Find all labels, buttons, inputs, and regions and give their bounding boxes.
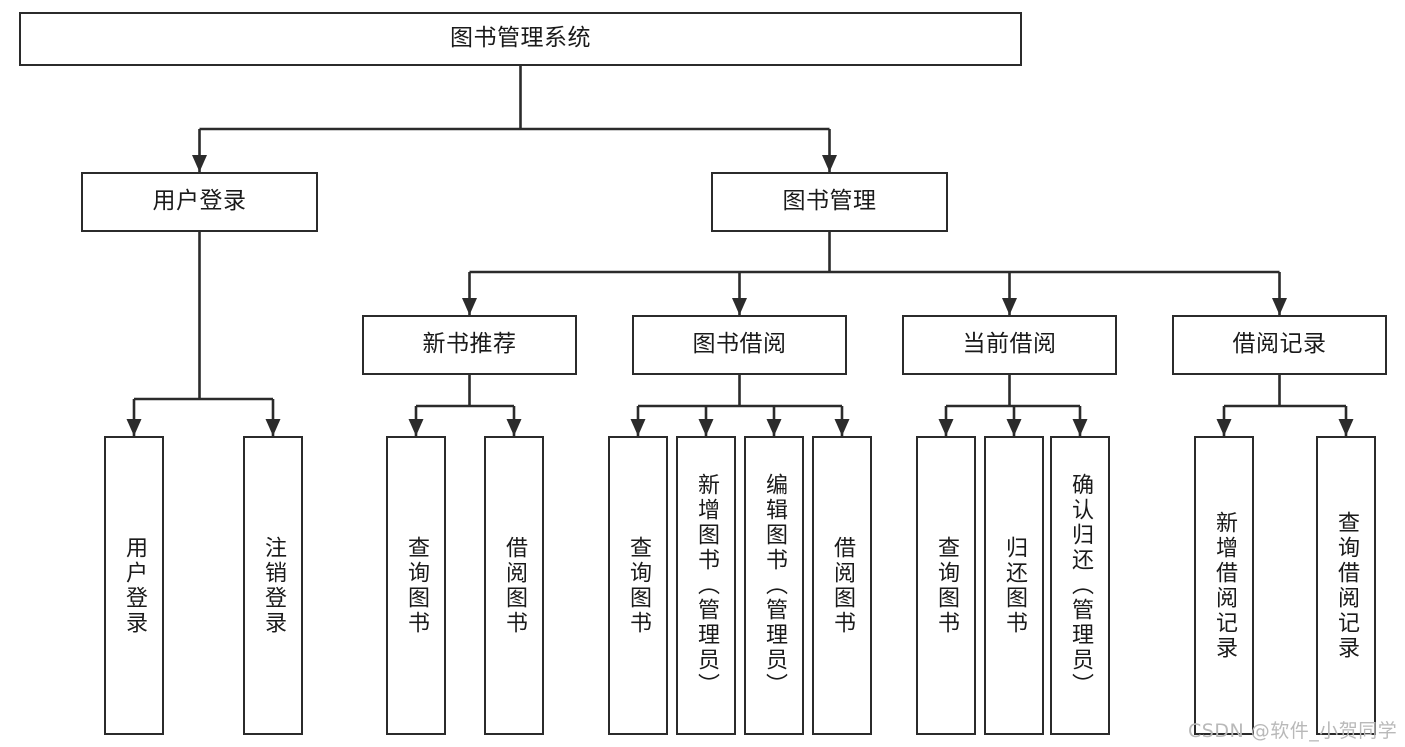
node-label-leaf-edit-book: 编辑图书（管理员） (762, 473, 787, 698)
node-label-leaf-add-book: 新增图书（管理员） (694, 473, 719, 698)
arrow-head-current-borrow (1002, 298, 1017, 315)
arrow-head-leaf-query-book-cur (938, 419, 954, 436)
node-current-borrow: 当前借阅 (902, 315, 1117, 375)
node-label-root: 图书管理系统 (450, 25, 591, 52)
arrow-head-leaf-user-logout (265, 419, 281, 436)
node-leaf-borrow-book: 借阅图书 (812, 436, 872, 735)
node-label-leaf-user-logout: 注销登录 (261, 535, 286, 636)
node-label-user-login: 用户登录 (152, 188, 247, 215)
node-leaf-query-book: 查询图书 (608, 436, 668, 735)
node-leaf-borrow-book-rec: 借阅图书 (484, 436, 544, 735)
node-label-current-borrow: 当前借阅 (962, 331, 1057, 358)
node-label-book-manage: 图书管理 (782, 188, 877, 215)
node-label-leaf-user-login: 用户登录 (122, 535, 147, 636)
node-leaf-return-book: 归还图书 (984, 436, 1044, 735)
arrow-head-leaf-borrow-book (834, 419, 850, 436)
arrow-head-book-borrow (732, 298, 747, 315)
node-label-leaf-borrow-book: 借阅图书 (830, 535, 855, 636)
node-label-leaf-borrow-book-rec: 借阅图书 (502, 535, 527, 636)
node-leaf-user-login: 用户登录 (104, 436, 164, 735)
arrow-head-leaf-confirm-return (1072, 419, 1088, 436)
node-label-borrow-record: 借阅记录 (1232, 331, 1327, 358)
node-label-leaf-query-book: 查询图书 (626, 535, 651, 636)
node-label-leaf-add-record: 新增借阅记录 (1212, 510, 1237, 661)
arrow-head-leaf-add-book (698, 419, 714, 436)
node-label-leaf-confirm-return: 确认归还（管理员） (1068, 473, 1093, 698)
node-book-borrow: 图书借阅 (632, 315, 847, 375)
arrow-head-leaf-query-book-rec (408, 419, 424, 436)
node-leaf-query-book-cur: 查询图书 (916, 436, 976, 735)
arrow-head-leaf-return-book (1006, 419, 1022, 436)
node-book-manage: 图书管理 (711, 172, 948, 232)
node-new-book-rec: 新书推荐 (362, 315, 577, 375)
node-label-leaf-query-book-cur: 查询图书 (934, 535, 959, 636)
arrow-head-new-book-rec (462, 298, 477, 315)
node-label-leaf-query-book-rec: 查询图书 (404, 535, 429, 636)
arrow-head-leaf-user-login (126, 419, 142, 436)
node-leaf-edit-book: 编辑图书（管理员） (744, 436, 804, 735)
arrow-head-user-login (192, 155, 207, 172)
node-leaf-confirm-return: 确认归还（管理员） (1050, 436, 1110, 735)
node-label-leaf-query-record: 查询借阅记录 (1334, 510, 1359, 661)
node-leaf-add-book: 新增图书（管理员） (676, 436, 736, 735)
arrow-head-leaf-query-record (1338, 419, 1354, 436)
arrow-head-leaf-add-record (1216, 419, 1232, 436)
node-leaf-query-book-rec: 查询图书 (386, 436, 446, 735)
arrow-head-borrow-record (1272, 298, 1287, 315)
arrow-head-leaf-query-book (630, 419, 646, 436)
arrow-head-leaf-edit-book (766, 419, 782, 436)
node-borrow-record: 借阅记录 (1172, 315, 1387, 375)
node-label-leaf-return-book: 归还图书 (1002, 535, 1027, 636)
node-label-book-borrow: 图书借阅 (692, 331, 787, 358)
arrow-head-book-manage (822, 155, 837, 172)
node-leaf-add-record: 新增借阅记录 (1194, 436, 1254, 735)
node-leaf-user-logout: 注销登录 (243, 436, 303, 735)
node-root: 图书管理系统 (19, 12, 1022, 66)
arrow-head-leaf-borrow-book-rec (506, 419, 522, 436)
node-leaf-query-record: 查询借阅记录 (1316, 436, 1376, 735)
node-label-new-book-rec: 新书推荐 (422, 331, 517, 358)
node-user-login: 用户登录 (81, 172, 318, 232)
